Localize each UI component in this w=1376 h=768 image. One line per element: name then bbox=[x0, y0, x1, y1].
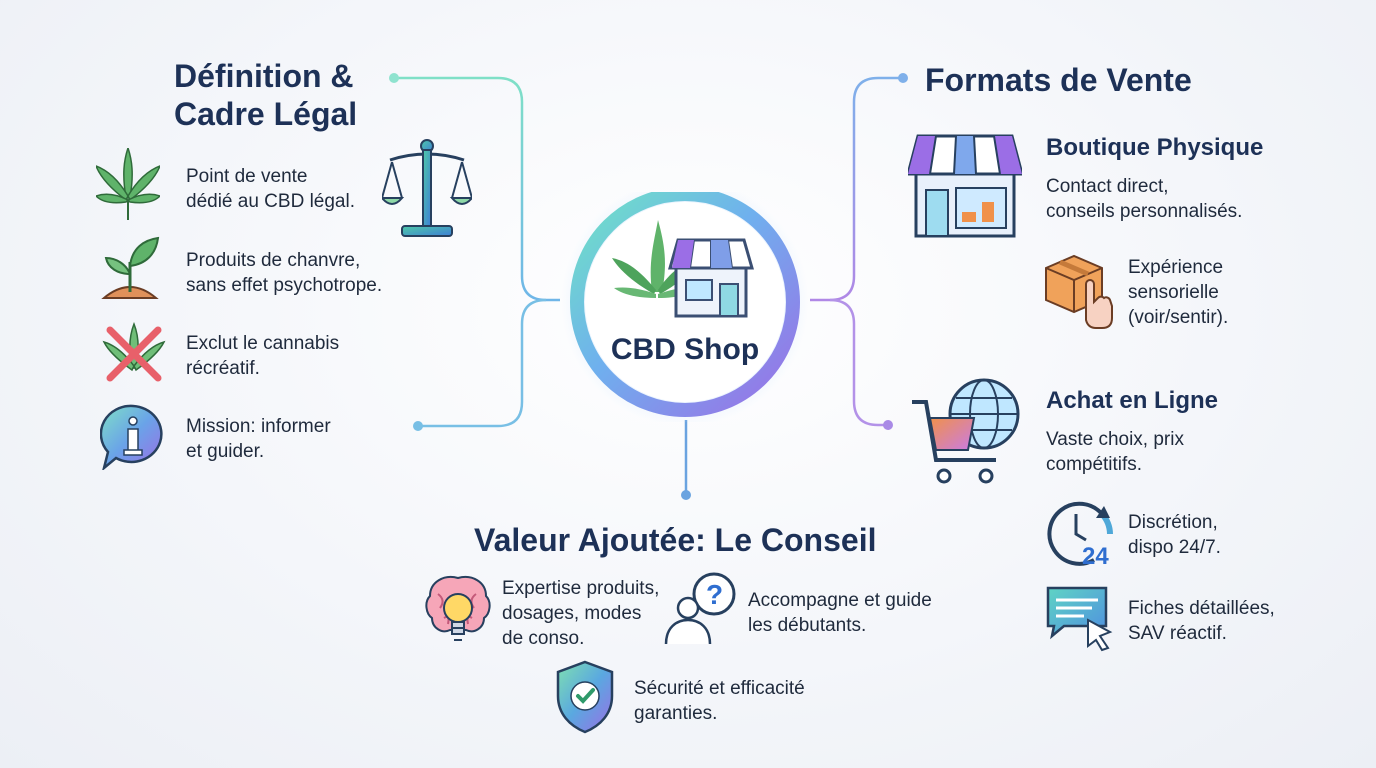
shield-check-icon bbox=[556, 660, 614, 734]
crossed-leaf-icon bbox=[102, 322, 166, 382]
legal-item-1-line1: Point de vente bbox=[186, 166, 308, 187]
legal-item-4: Mission: informer et guider. bbox=[186, 414, 331, 464]
legal-heading: Définition & Cadre Légal bbox=[174, 57, 357, 133]
advice-item-2-line1: Accompagne et guide bbox=[748, 590, 932, 611]
hub-title: CBD Shop bbox=[610, 333, 760, 366]
shop-desc-line2: conseils personnalisés. bbox=[1046, 201, 1243, 222]
online-details-line2: SAV réactif. bbox=[1128, 623, 1227, 644]
cannabis-leaf-icon bbox=[96, 148, 160, 220]
shopping-cart-globe-icon bbox=[912, 378, 1020, 484]
legal-item-4-line2: et guider. bbox=[186, 441, 265, 462]
svg-text:?: ? bbox=[706, 579, 723, 610]
brain-lightbulb-icon bbox=[425, 576, 491, 641]
shop-sensory: Expérience sensorielle (voir/sentir). bbox=[1128, 255, 1228, 330]
clock-number: 24 bbox=[1082, 543, 1109, 570]
formats-heading: Formats de Vente bbox=[925, 62, 1192, 98]
advice-item-2-line2: les débutants. bbox=[748, 615, 867, 636]
legal-item-1: Point de vente dédié au CBD légal. bbox=[186, 164, 355, 214]
shop-sensory-line3: (voir/sentir). bbox=[1128, 307, 1229, 328]
legal-item-2: Produits de chanvre, sans effet psychotr… bbox=[186, 248, 382, 298]
online-desc-line2: compétitifs. bbox=[1046, 454, 1143, 475]
advice-item-1-line1: Expertise produits, bbox=[502, 578, 660, 599]
info-bubble-icon bbox=[100, 404, 163, 470]
legal-item-1-line2: dédié au CBD légal. bbox=[186, 191, 355, 212]
shop-sensory-line1: Expérience bbox=[1128, 257, 1224, 278]
storefront-icon bbox=[908, 134, 1022, 238]
legal-item-3-line2: récréatif. bbox=[186, 358, 260, 379]
shop-desc-line1: Contact direct, bbox=[1046, 176, 1169, 197]
sprout-icon bbox=[101, 236, 160, 299]
advice-item-1-line2: dosages, modes bbox=[502, 603, 642, 624]
legal-item-2-line1: Produits de chanvre, bbox=[186, 250, 361, 271]
cbd-shop-hub bbox=[561, 192, 809, 422]
advice-item-1-line3: de conso. bbox=[502, 628, 585, 649]
chat-cursor-icon bbox=[1046, 586, 1113, 652]
scales-of-justice-icon bbox=[382, 139, 472, 237]
online-details: Fiches détaillées, SAV réactif. bbox=[1128, 596, 1275, 646]
shop-title: Boutique Physique bbox=[1046, 134, 1264, 161]
package-hand-icon bbox=[1045, 254, 1113, 329]
shop-desc: Contact direct, conseils personnalisés. bbox=[1046, 174, 1242, 224]
advice-item-3: Sécurité et efficacité garanties. bbox=[634, 676, 805, 726]
advice-item-3-line2: garanties. bbox=[634, 703, 718, 724]
online-details-line1: Fiches détaillées, bbox=[1128, 598, 1275, 619]
online-discretion: Discrétion, dispo 24/7. bbox=[1128, 510, 1221, 560]
online-discretion-line1: Discrétion, bbox=[1128, 512, 1218, 533]
legal-item-3: Exclut le cannabis récréatif. bbox=[186, 331, 339, 381]
legal-item-3-line1: Exclut le cannabis bbox=[186, 333, 340, 354]
legal-item-4-line1: Mission: informer bbox=[186, 416, 331, 437]
person-question-icon: ? bbox=[664, 572, 736, 645]
advice-item-2: Accompagne et guide les débutants. bbox=[748, 588, 932, 638]
advice-item-3-line1: Sécurité et efficacité bbox=[634, 678, 805, 699]
legal-item-2-line2: sans effet psychotrope. bbox=[186, 275, 383, 296]
legal-title-line1: Définition & bbox=[174, 58, 354, 94]
shop-sensory-line2: sensorielle bbox=[1128, 282, 1219, 303]
online-desc: Vaste choix, prix compétitifs. bbox=[1046, 427, 1184, 477]
advice-item-1: Expertise produits, dosages, modes de co… bbox=[502, 576, 659, 651]
online-desc-line1: Vaste choix, prix bbox=[1046, 429, 1184, 450]
online-title: Achat en Ligne bbox=[1046, 387, 1219, 414]
online-discretion-line2: dispo 24/7. bbox=[1128, 537, 1221, 558]
legal-title-line2: Cadre Légal bbox=[174, 96, 358, 132]
advice-heading: Valeur Ajoutée: Le Conseil bbox=[474, 522, 877, 558]
clock-24-icon: 24 bbox=[1047, 501, 1113, 570]
